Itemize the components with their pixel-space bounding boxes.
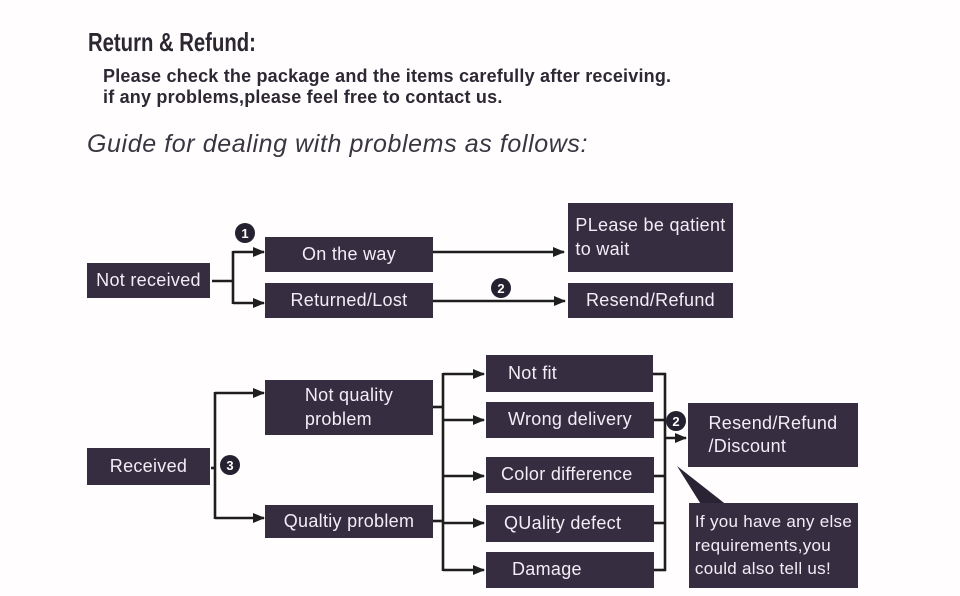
flow-box-received: Received	[87, 448, 210, 485]
intro-note: Please check the package and the items c…	[103, 66, 672, 107]
flow-box-color-difference: Color difference	[486, 457, 654, 493]
flow-box-else-note: If you have any else requirements,you co…	[689, 503, 858, 588]
flow-box-resend-refund: Resend/Refund	[568, 283, 733, 318]
guide-heading: Guide for dealing with problems as follo…	[87, 130, 589, 158]
flow-box-quality-defect: QUality defect	[486, 505, 654, 542]
page-title: Return & Refund:	[88, 27, 256, 57]
flow-box-returned-lost: Returned/Lost	[265, 283, 433, 318]
flow-box-please-wait: PLease be qatient to wait	[568, 203, 733, 272]
flow-box-not-received: Not received	[87, 263, 210, 298]
step-badge-2a: 2	[491, 278, 511, 298]
speech-tail	[677, 466, 728, 506]
flow-box-not-quality-problem: Not quality problem	[265, 380, 433, 435]
step-badge-1: 1	[235, 223, 255, 243]
flow-box-damage: Damage	[486, 552, 654, 588]
step-badge-2b: 2	[666, 411, 686, 431]
flow-box-quality-problem: Qualtiy problem	[265, 505, 433, 538]
flow-box-on-the-way: On the way	[265, 237, 433, 272]
flow-box-resend-refund-discount: Resend/Refund /Discount	[688, 403, 858, 467]
step-badge-3: 3	[220, 455, 240, 475]
flow-box-wrong-delivery: Wrong delivery	[486, 402, 654, 438]
flow-box-not-fit: Not fit	[486, 355, 653, 392]
